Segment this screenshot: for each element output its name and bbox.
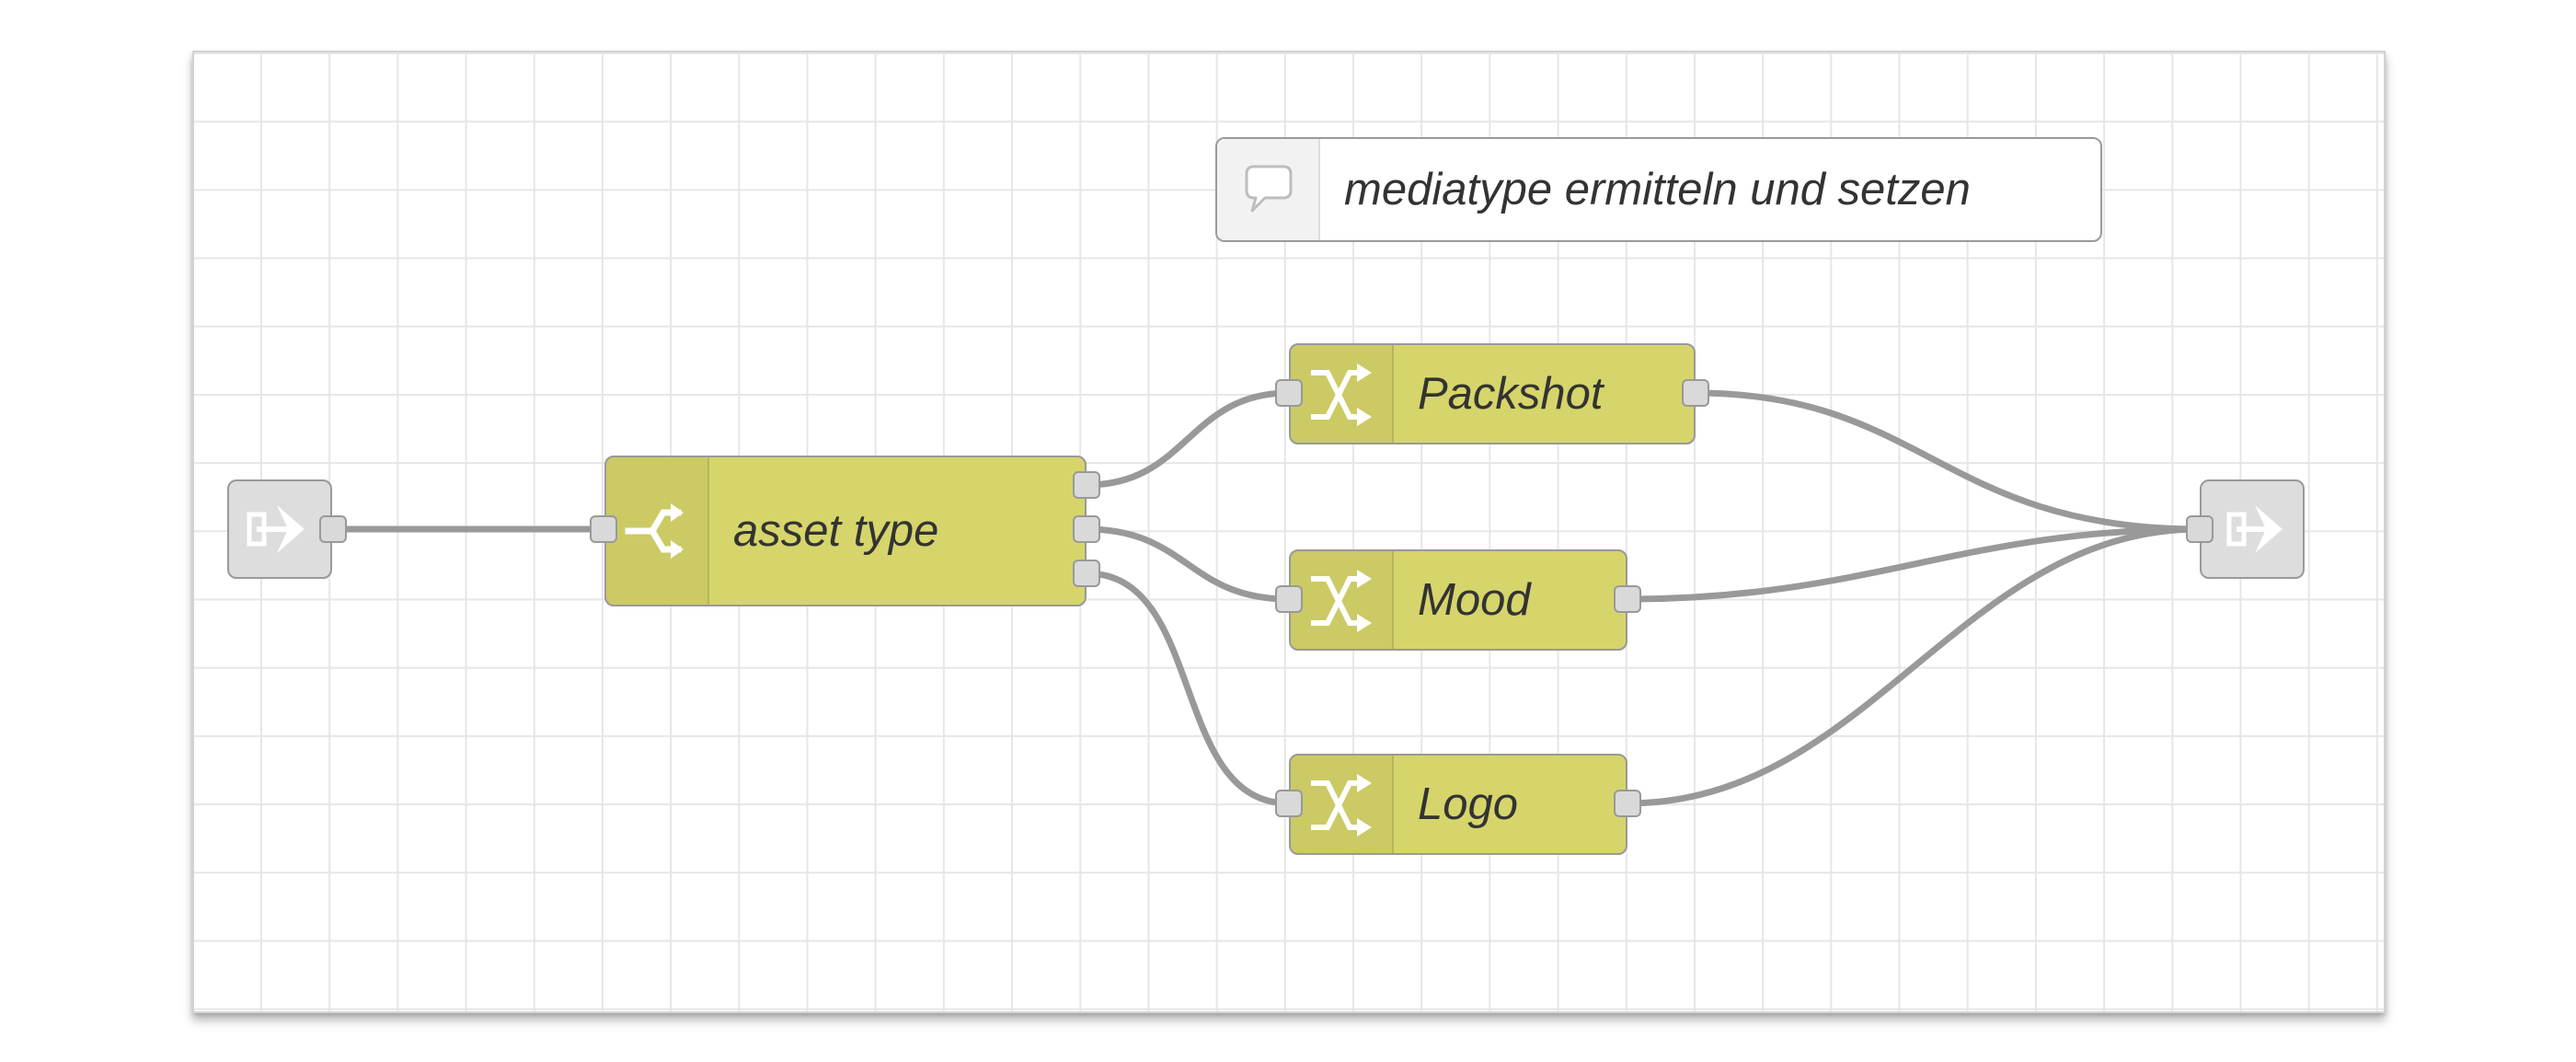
shuffle-icon bbox=[1311, 774, 1372, 837]
change-icon-area bbox=[1291, 345, 1394, 443]
comment-icon bbox=[1245, 165, 1293, 213]
mood-input-port[interactable] bbox=[1275, 585, 1303, 613]
switch-input-port[interactable] bbox=[590, 515, 617, 543]
flow-canvas[interactable]: mediatype ermitteln und setzen asset typ… bbox=[192, 51, 2386, 1013]
wire-assettype-to-packshot[interactable] bbox=[1083, 389, 1293, 489]
wire-logo-to-linkout[interactable] bbox=[1624, 525, 2203, 807]
comment-icon-area bbox=[1217, 139, 1320, 240]
comment-label: mediatype ermitteln und setzen bbox=[1344, 165, 1971, 214]
packshot-input-port[interactable] bbox=[1275, 379, 1303, 407]
link-out-node[interactable] bbox=[2200, 479, 2305, 579]
packshot-output-port[interactable] bbox=[1682, 379, 1709, 407]
switch-output-port-3[interactable] bbox=[1073, 560, 1100, 587]
change-node-label: Packshot bbox=[1418, 369, 1604, 419]
link-in-output-port[interactable] bbox=[319, 515, 347, 543]
shuffle-icon bbox=[1311, 570, 1372, 632]
link-out-icon bbox=[2226, 505, 2283, 553]
wire-packshot-to-linkout[interactable] bbox=[1692, 389, 2203, 533]
wires-layer bbox=[343, 389, 2203, 807]
switch-icon-area bbox=[606, 457, 709, 605]
mood-output-port[interactable] bbox=[1614, 585, 1641, 613]
wire-assettype-to-logo[interactable] bbox=[1083, 570, 1293, 807]
change-icon-area bbox=[1291, 756, 1394, 853]
change-node-label: Logo bbox=[1418, 779, 1519, 829]
wire-assettype-to-mood[interactable] bbox=[1083, 525, 1293, 603]
shuffle-icon bbox=[1311, 364, 1372, 426]
link-out-input-port[interactable] bbox=[2186, 515, 2214, 543]
logo-input-port[interactable] bbox=[1275, 790, 1303, 817]
switch-output-port-2[interactable] bbox=[1073, 515, 1100, 543]
link-in-icon bbox=[247, 505, 305, 553]
switch-output-port-1[interactable] bbox=[1073, 471, 1100, 499]
change-node-mood[interactable]: Mood bbox=[1289, 549, 1627, 651]
logo-output-port[interactable] bbox=[1614, 790, 1641, 817]
change-node-logo[interactable]: Logo bbox=[1289, 754, 1627, 855]
switch-node[interactable]: asset type bbox=[604, 456, 1087, 606]
change-icon-area bbox=[1291, 551, 1394, 649]
comment-node[interactable]: mediatype ermitteln und setzen bbox=[1215, 137, 2102, 242]
switch-icon bbox=[625, 503, 684, 559]
wire-mood-to-linkout[interactable] bbox=[1624, 525, 2203, 603]
change-node-packshot[interactable]: Packshot bbox=[1289, 343, 1696, 444]
switch-node-label: asset type bbox=[733, 506, 939, 556]
link-in-node[interactable] bbox=[227, 479, 332, 579]
change-node-label: Mood bbox=[1418, 575, 1531, 625]
